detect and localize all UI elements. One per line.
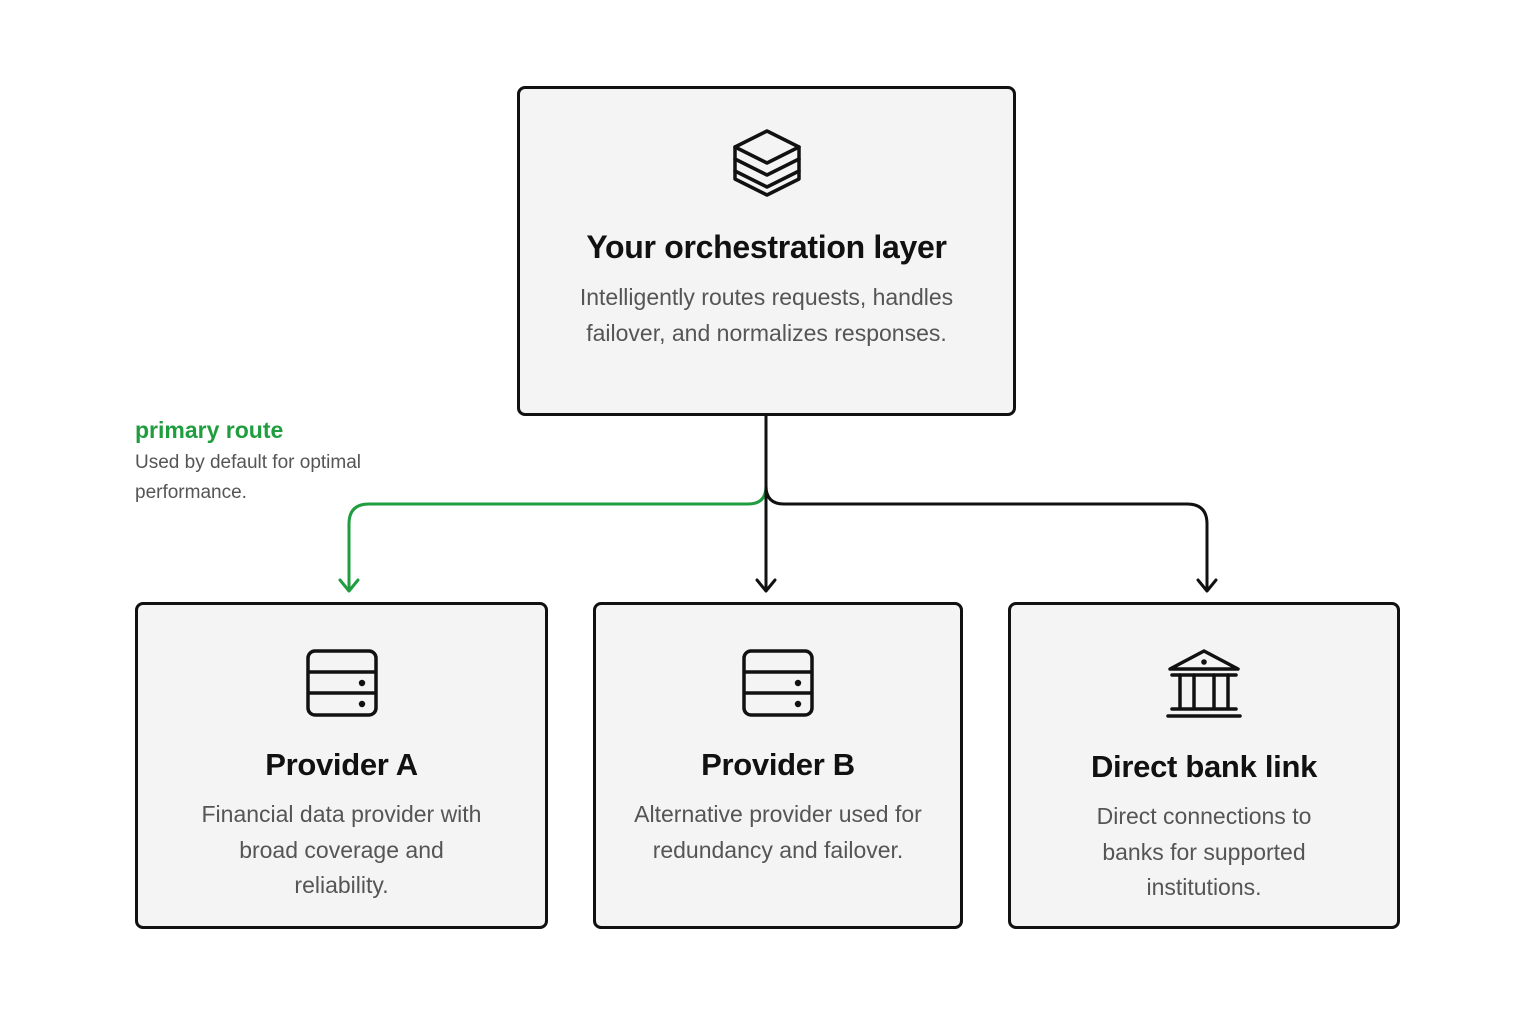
server-icon [742, 649, 814, 717]
provider-b-title: Provider B [701, 747, 855, 782]
direct-bank-link-description: Direct connections to banks for supporte… [1096, 803, 1312, 900]
direct-bank-link-card: Direct bank link Direct connections to b… [1008, 602, 1400, 929]
provider-a-description: Financial data provider with broad cover… [201, 801, 482, 898]
server-icon [305, 649, 378, 717]
primary-route-label: primary route [135, 417, 284, 443]
orchestration-layer-card: Your orchestration layer Intelligently r… [517, 86, 1016, 416]
bank-icon [1166, 649, 1242, 718]
provider-a-card: Provider A Financial data provider with … [135, 602, 548, 929]
primary-route-note: primary route Used by default for optima… [135, 415, 375, 508]
layers-icon [732, 129, 801, 197]
provider-a-title: Provider A [265, 747, 418, 782]
primary-route-connector [347, 485, 768, 590]
orchestration-description: Intelligently routes requests, handles f… [579, 284, 954, 346]
orchestration-title: Your orchestration layer [586, 229, 947, 265]
direct-bank-link-title: Direct bank link [1090, 749, 1318, 784]
primary-route-description: Used by default for optimal performance. [135, 452, 362, 503]
primary-route-arrowhead [338, 578, 360, 593]
provider-b-description: Alternative provider used for redundancy… [634, 801, 922, 863]
provider-b-card: Provider B Alternative provider used for… [593, 602, 963, 929]
arrowhead-provider-b [755, 578, 777, 593]
arrowhead-direct-bank [1196, 578, 1218, 593]
connector-direct-bank [764, 485, 1209, 590]
